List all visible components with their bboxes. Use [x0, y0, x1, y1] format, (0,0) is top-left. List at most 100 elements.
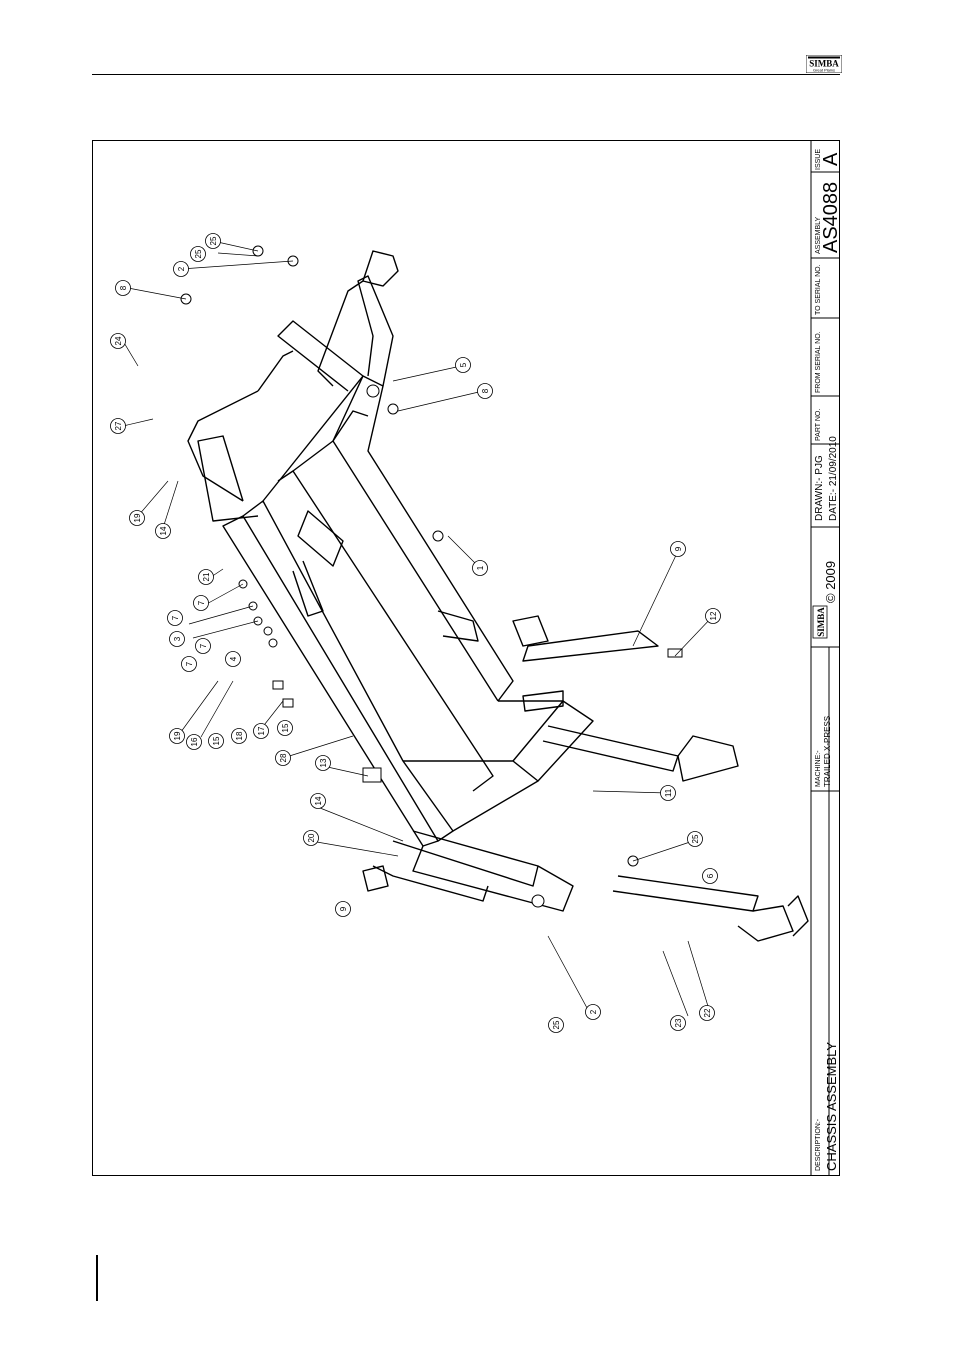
callout-6: 27: [111, 419, 126, 434]
svg-text:7: 7: [185, 661, 194, 666]
machine-label: MACHINE:-: [815, 750, 822, 787]
description-label: DESCRIPTION:-: [815, 1118, 822, 1171]
title-brand-text: SIMBA: [816, 607, 826, 637]
callout-1: 25: [206, 234, 221, 249]
machine-name: TRAILED X-PRESS: [823, 716, 832, 787]
callout-20: 12: [706, 609, 721, 624]
callout-3: 2: [174, 262, 189, 277]
callout-11: 1: [473, 561, 488, 576]
svg-text:14: 14: [159, 526, 168, 535]
callout-17: 7: [196, 639, 211, 654]
svg-text:8: 8: [481, 388, 490, 393]
svg-text:2: 2: [177, 266, 186, 271]
callout-25: 17: [254, 724, 269, 739]
svg-text:19: 19: [173, 731, 182, 740]
svg-text:6: 6: [706, 873, 715, 878]
callout-29: 11: [661, 786, 676, 801]
svg-text:5: 5: [459, 362, 468, 367]
callout-22: 16: [187, 735, 202, 750]
svg-text:14: 14: [314, 796, 323, 805]
callouts: 25 25 2 8 24 27 5 8 19 14 1 9 21 7 7 3 7…: [111, 234, 721, 1033]
header-rule: [92, 74, 840, 75]
callout-5: 24: [111, 334, 126, 349]
svg-text:2: 2: [589, 1009, 598, 1014]
chassis-frame: [188, 251, 808, 941]
callout-35: 25: [549, 1018, 564, 1033]
svg-text:8: 8: [119, 285, 128, 290]
callout-14: 7: [194, 596, 209, 611]
callout-37: 23: [671, 1016, 686, 1031]
svg-text:25: 25: [552, 1020, 561, 1029]
callout-18: 7: [182, 657, 197, 672]
callout-19: 4: [226, 652, 241, 667]
callout-21: 19: [170, 729, 185, 744]
callout-7: 5: [456, 358, 471, 373]
svg-text:28: 28: [279, 753, 288, 762]
callout-31: 20: [304, 831, 319, 846]
callout-9: 19: [130, 511, 145, 526]
callout-24: 18: [232, 729, 247, 744]
svg-text:11: 11: [664, 788, 673, 797]
callout-26: 15: [278, 721, 293, 736]
fasteners: [181, 246, 682, 907]
callout-28: 13: [316, 756, 331, 771]
svg-text:13: 13: [319, 758, 328, 767]
callout-13: 21: [199, 570, 214, 585]
callout-12: 9: [671, 542, 686, 557]
svg-text:25: 25: [209, 236, 218, 245]
svg-text:3: 3: [173, 636, 182, 641]
callout-32: 25: [688, 832, 703, 847]
from-serial-label: FROM SERIAL NO.: [815, 331, 822, 393]
svg-text:16: 16: [190, 737, 199, 746]
leader-lines: [123, 241, 713, 1019]
callout-30: 14: [311, 794, 326, 809]
callout-4: 8: [116, 281, 131, 296]
svg-text:4: 4: [229, 656, 238, 661]
description-title: CHASSIS ASSEMBLY: [824, 1042, 839, 1171]
svg-text:17: 17: [257, 726, 266, 735]
assembly-number: AS4088: [820, 182, 839, 253]
exploded-drawing: ISSUE A ASSEMBLY AS4088 TO SERIAL NO. FR…: [93, 141, 839, 1175]
callout-10: 14: [156, 524, 171, 539]
svg-text:21: 21: [202, 572, 211, 581]
svg-text:20: 20: [307, 833, 316, 842]
svg-text:25: 25: [691, 834, 700, 843]
issue-value: A: [820, 152, 839, 166]
drawing-sheet: ISSUE A ASSEMBLY AS4088 TO SERIAL NO. FR…: [92, 140, 840, 1176]
svg-text:15: 15: [212, 736, 221, 745]
svg-text:15: 15: [281, 723, 290, 732]
svg-text:25: 25: [194, 249, 203, 258]
part-no-label: PART NO.: [815, 409, 822, 441]
callout-8: 8: [478, 384, 493, 399]
callout-23: 15: [209, 734, 224, 749]
footer-rule: [96, 1255, 98, 1301]
svg-text:12: 12: [709, 611, 718, 620]
simba-logo: SIMBA Great Plains: [806, 55, 842, 73]
logo-subtext: Great Plains: [813, 68, 835, 73]
to-serial-label: TO SERIAL NO.: [815, 264, 822, 315]
svg-text:23: 23: [674, 1018, 683, 1027]
drawn-by: DRAWN:- PJG: [814, 455, 825, 521]
svg-text:27: 27: [114, 421, 123, 430]
callout-27: 28: [276, 751, 291, 766]
callout-16: 3: [170, 632, 185, 647]
svg-text:7: 7: [199, 643, 208, 648]
svg-text:9: 9: [674, 546, 683, 551]
title-brand-logo: SIMBA: [813, 606, 827, 638]
svg-text:1: 1: [476, 565, 485, 570]
svg-text:22: 22: [703, 1008, 712, 1017]
callout-34: 6: [703, 869, 718, 884]
svg-text:18: 18: [235, 731, 244, 740]
callout-36: 2: [586, 1005, 601, 1020]
svg-text:24: 24: [114, 336, 123, 345]
callout-15: 7: [168, 611, 183, 626]
svg-text:19: 19: [133, 513, 142, 522]
svg-text:9: 9: [339, 906, 348, 911]
callout-2: 25: [191, 247, 206, 262]
callout-33: 9: [336, 902, 351, 917]
date: DATE:- 21/09/2010: [828, 436, 839, 521]
copyright: © 2009: [823, 561, 838, 603]
svg-text:7: 7: [171, 615, 180, 620]
callout-38: 22: [700, 1006, 715, 1021]
svg-text:7: 7: [197, 600, 206, 605]
